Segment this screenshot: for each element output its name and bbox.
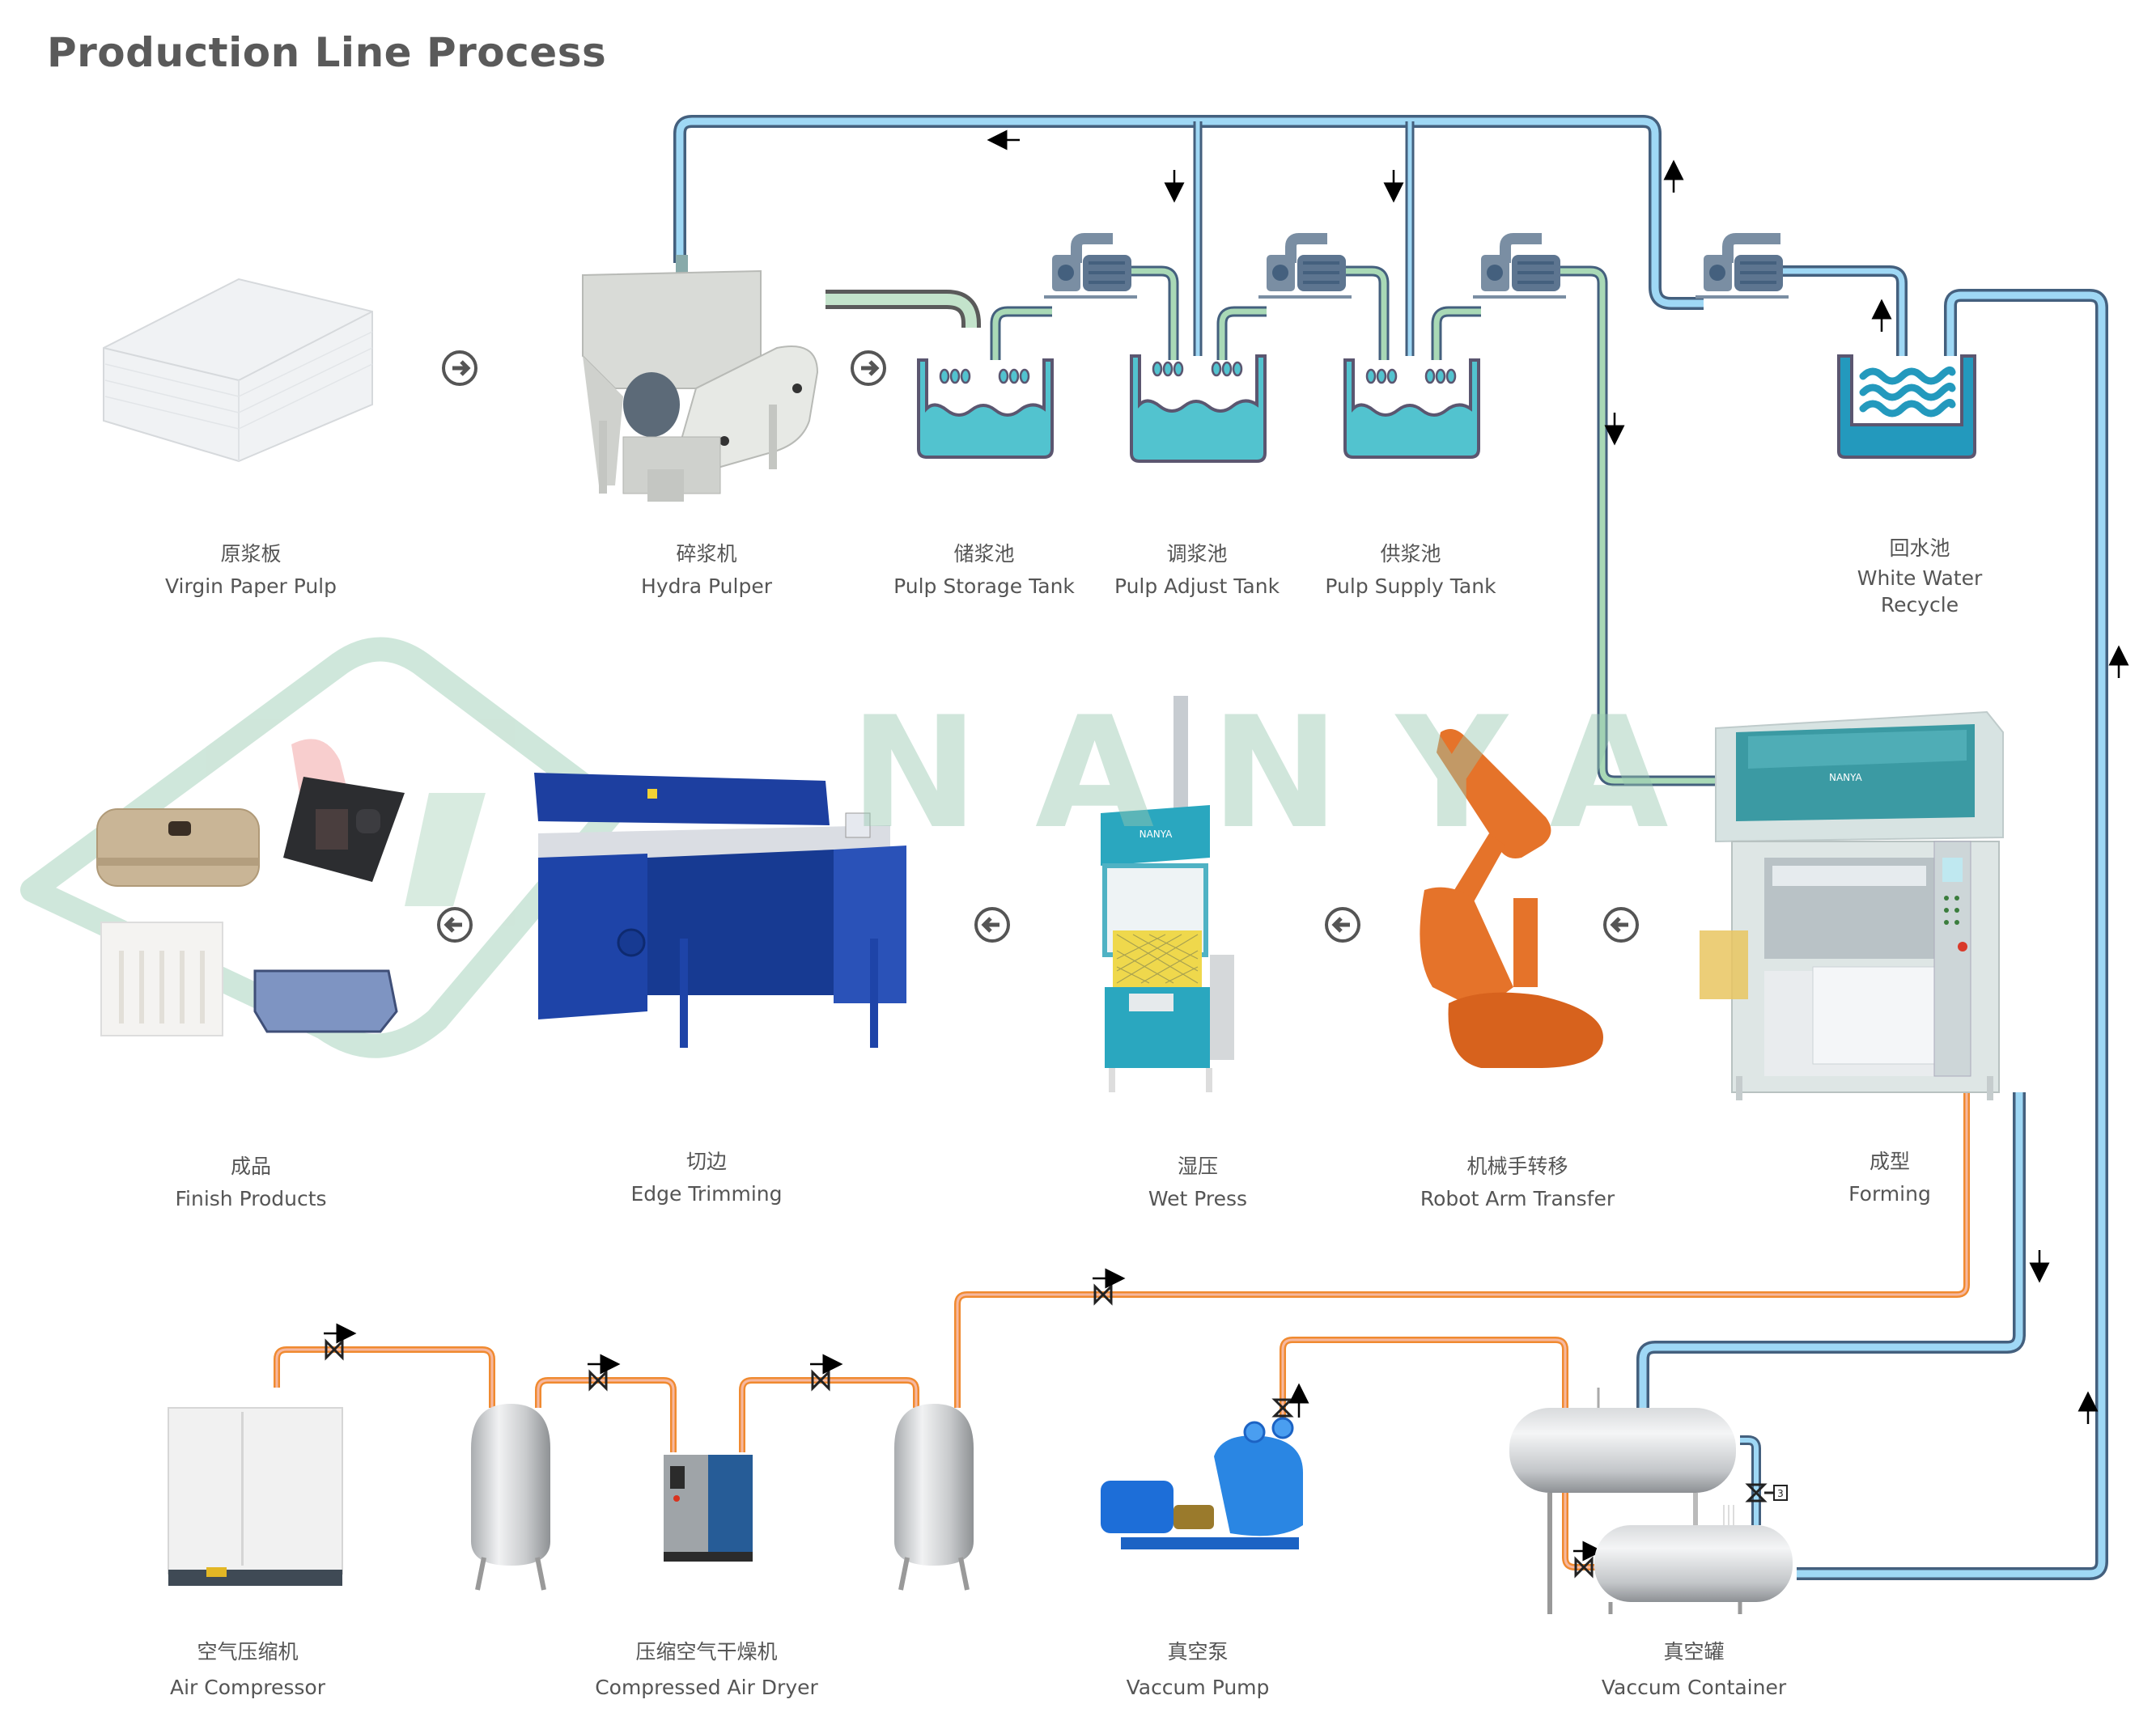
pump-to-container (1280, 1337, 1568, 1428)
label-edge-trimming: 切边 Edge Trimming (630, 1146, 782, 1210)
compressor-to-tank1 (274, 1346, 495, 1408)
label-zh: 碎浆机 (676, 542, 737, 566)
label-zh: 空气压缩机 (197, 1640, 299, 1664)
label-compressed-air-dryer: 压缩空气干燥机 Compressed Air Dryer (595, 1634, 818, 1706)
page-title: Production Line Process (47, 29, 607, 76)
label-en: Pulp Storage Tank (893, 574, 1075, 598)
label-zh: 成型 (1869, 1150, 1911, 1173)
label-zh: 真空泵 (1167, 1640, 1229, 1664)
label-en: Finish Products (175, 1187, 327, 1210)
white-water-pipes (673, 115, 2108, 1580)
pumps (1044, 233, 1789, 299)
label-zh: 成品 (230, 1155, 271, 1178)
vacuum-container-upper-image (1509, 1388, 1736, 1614)
white-water-recycle-tank-icon (1837, 354, 1976, 459)
valve-tag-box (1773, 1485, 1788, 1501)
label-zh: 真空罐 (1663, 1640, 1725, 1664)
label-zh: 供浆池 (1380, 542, 1441, 566)
forming-machine-image: NANYA (1700, 710, 2004, 1100)
label-robot-arm-transfer: 机械手转移 Robot Arm Transfer (1420, 1151, 1615, 1215)
process-arrows (437, 350, 1639, 943)
arrow-circle-right-icon (442, 350, 477, 386)
label-zh: 压缩空气干燥机 (635, 1640, 778, 1664)
valve-icon (1271, 1398, 1294, 1418)
pulp-pipes (825, 265, 1716, 786)
air-compressor-image (168, 1407, 343, 1586)
edge-trimming-machine-image (534, 773, 906, 1048)
air-dryer-image (664, 1455, 753, 1562)
label-zh: 储浆池 (953, 542, 1015, 566)
label-white-water-recycle: 回水池 White Water Recycle (1857, 532, 1983, 618)
label-wet-press: 湿压 Wet Press (1148, 1151, 1247, 1215)
recycle-pump-pipe (1780, 265, 1908, 356)
arrow-circle-right-icon (851, 350, 886, 386)
svg-text:NANYA: NANYA (1829, 772, 1863, 783)
label-en: Recycle (1880, 593, 1959, 617)
svg-text:NANYA: NANYA (1140, 829, 1173, 840)
label-pulp-storage-tank: 储浆池 Pulp Storage Tank (893, 538, 1075, 603)
tank1-to-dryer (535, 1377, 677, 1452)
arrow-circle-left-icon (1325, 907, 1360, 943)
label-en: Virgin Paper Pulp (165, 574, 337, 598)
pulp-supply-tank-icon (1343, 358, 1480, 459)
pump-icon (1473, 233, 1566, 299)
label-en: Edge Trimming (630, 1182, 783, 1206)
flow-direction-arrows (324, 129, 2129, 1562)
label-finish-products: 成品 Finish Products (175, 1151, 326, 1215)
label-en: Vaccum Container (1601, 1676, 1787, 1699)
tank2-to-forming (954, 1068, 1970, 1408)
pulp-storage-tank-icon (917, 358, 1054, 459)
pulp-tanks (917, 354, 1976, 463)
label-en: Wet Press (1148, 1187, 1248, 1210)
label-vaccum-container: 真空罐 Vaccum Container (1602, 1634, 1786, 1706)
label-pulp-supply-tank: 供浆池 Pulp Supply Tank (1325, 538, 1496, 603)
label-zh: 湿压 (1177, 1155, 1218, 1178)
label-zh: 切边 (685, 1150, 727, 1173)
supply-to-forming-pipe (1542, 265, 1716, 786)
vacuum-pump-image (1101, 1417, 1303, 1549)
valve-icon (1745, 1483, 1768, 1502)
label-en: Vaccum Pump (1126, 1676, 1270, 1699)
label-pulp-adjust-tank: 调浆池 Pulp Adjust Tank (1114, 538, 1280, 603)
vacuum-container-lower-image (1594, 1505, 1793, 1614)
label-en: Pulp Supply Tank (1325, 574, 1496, 598)
label-zh: 调浆池 (1166, 542, 1228, 566)
label-vaccum-pump: 真空泵 Vaccum Pump (1127, 1634, 1270, 1706)
air-storage-tank-2-image (894, 1404, 974, 1591)
label-en: Hydra Pulper (641, 574, 772, 598)
arrow-circle-left-icon (974, 907, 1010, 943)
wet-press-machine-image: NANYA (1101, 696, 1234, 1092)
label-zh: 机械手转移 (1466, 1155, 1568, 1178)
pulp-adjust-tank-icon (1130, 354, 1267, 463)
finish-products-image (96, 777, 405, 1036)
forming-drain-pipe (1636, 1092, 2026, 1408)
label-zh: 原浆板 (220, 542, 282, 566)
dryer-to-tank2 (739, 1377, 919, 1452)
label-en: Compressed Air Dryer (595, 1676, 818, 1699)
label-en: Robot Arm Transfer (1420, 1187, 1615, 1210)
pump-icon (1696, 233, 1789, 299)
label-en: White Water (1857, 566, 1983, 590)
valve-tag-label: 3 (1777, 1488, 1784, 1499)
arrow-circle-left-icon (1603, 907, 1639, 943)
label-forming: 成型 Forming (1848, 1146, 1931, 1210)
label-virgin-paper-pulp: 原浆板 Virgin Paper Pulp (165, 538, 337, 603)
label-air-compressor: 空气压缩机 Air Compressor (170, 1634, 325, 1706)
label-zh: 回水池 (1889, 536, 1950, 560)
pump-icon (1258, 233, 1352, 299)
label-en: Air Compressor (170, 1676, 325, 1699)
arrow-circle-left-icon (437, 907, 473, 943)
hydra-pulper-image (582, 255, 819, 502)
pump-icon (1044, 233, 1137, 299)
label-en: Forming (1848, 1182, 1931, 1206)
label-hydra-pulper: 碎浆机 Hydra Pulper (641, 538, 772, 603)
robot-arm-image (1420, 729, 1603, 1068)
virgin-paper-stack-image (103, 278, 373, 463)
air-storage-tank-1-image (471, 1404, 550, 1591)
container-drain-air (1562, 1489, 1598, 1570)
label-en: Pulp Adjust Tank (1114, 574, 1280, 598)
